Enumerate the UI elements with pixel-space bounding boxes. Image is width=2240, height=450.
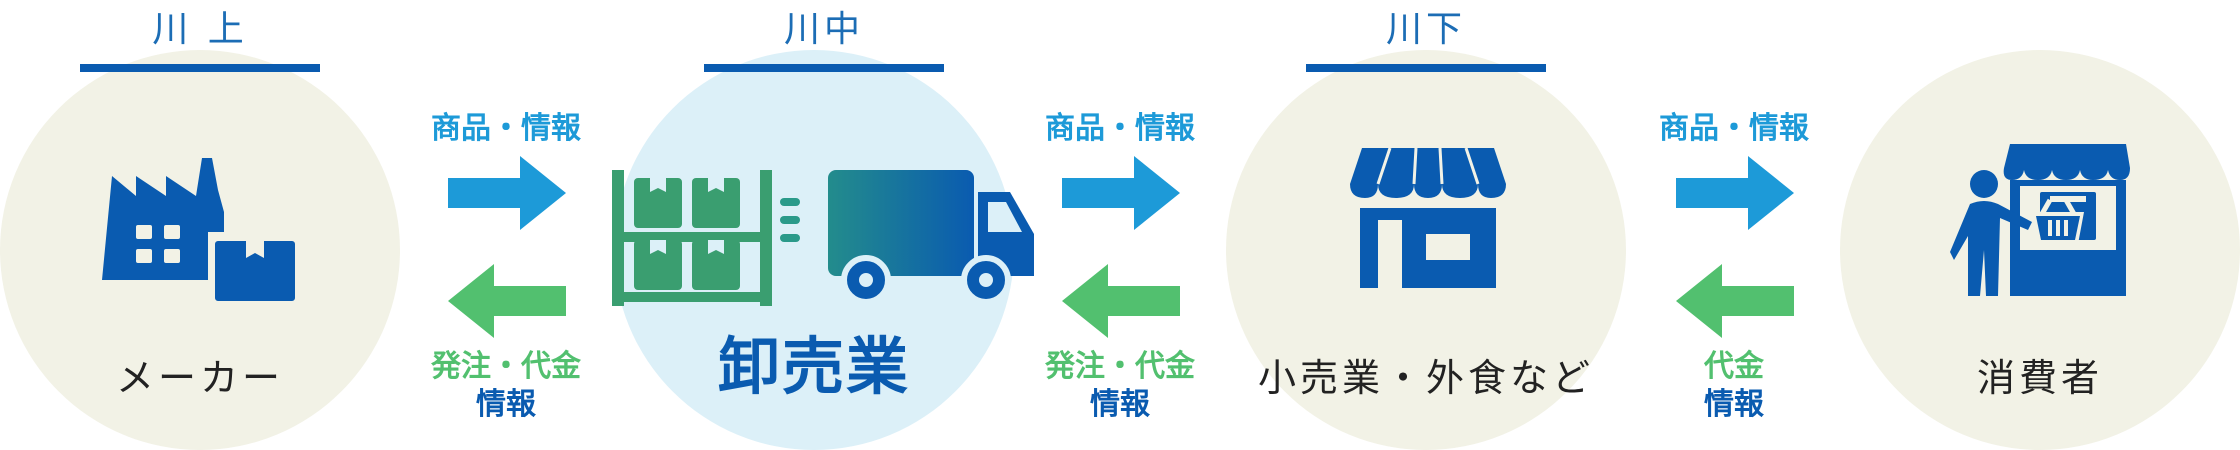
- flow-2-backward-line2: 情報: [1090, 387, 1150, 422]
- stage-bar-midstream: [704, 64, 944, 72]
- stage-label-downstream: 川下: [1385, 9, 1466, 50]
- stage-bar-downstream: [1306, 64, 1546, 72]
- factory-icon: [102, 158, 301, 307]
- flow-3-backward-line1: 代金: [1704, 349, 1764, 384]
- actor-label-maker: メーカー: [115, 356, 284, 400]
- flow-3-backward-line2: 情報: [1704, 387, 1764, 422]
- actor-label-wholesale: 卸売業: [717, 330, 910, 403]
- arrow-right-icon: [448, 156, 566, 230]
- arrow-left-icon: [1676, 264, 1794, 338]
- arrow-left-icon: [1062, 264, 1180, 338]
- arrow-right-icon: [1676, 156, 1794, 230]
- actor-label-consumer: 消費者: [1976, 356, 2103, 400]
- arrow-right-icon: [1062, 156, 1180, 230]
- stage-label-upstream: 川 上: [152, 9, 248, 50]
- stage-label-midstream: 川中: [783, 9, 864, 50]
- arrow-left-icon: [448, 264, 566, 338]
- flow-1-forward-label: 商品・情報: [431, 111, 581, 146]
- flow-1-backward-line2: 情報: [476, 387, 536, 422]
- warehouse-truck-icon: [612, 170, 1034, 306]
- flow-2-forward-label: 商品・情報: [1045, 111, 1195, 146]
- flow-2-backward-line1: 発注・代金: [1045, 349, 1195, 384]
- flow-1-backward-line1: 発注・代金: [431, 349, 581, 384]
- storefront-icon: [1350, 147, 1506, 288]
- shopper-at-stall-icon: [1950, 144, 2130, 296]
- actor-label-retail: 小売業・外食など: [1257, 356, 1594, 400]
- stage-bar-upstream: [80, 64, 320, 72]
- flow-3-forward-label: 商品・情報: [1659, 111, 1809, 146]
